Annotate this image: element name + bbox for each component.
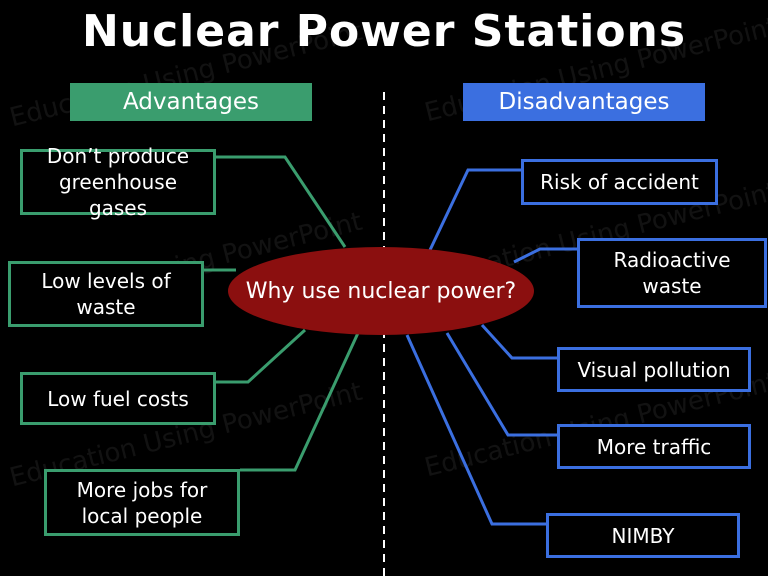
box-label-line1: Don’t produce bbox=[46, 144, 190, 168]
center-question-label: Why use nuclear power? bbox=[245, 278, 517, 304]
box-label-line2: greenhouse gases bbox=[58, 170, 178, 220]
advantage-box-fuel-costs: Low fuel costs bbox=[20, 372, 216, 425]
disadvantages-header: Disadvantages bbox=[463, 83, 705, 121]
connector-advantage-4 bbox=[240, 332, 360, 472]
disadvantage-box-accident: Risk of accident bbox=[521, 159, 718, 205]
advantages-header: Advantages bbox=[70, 83, 312, 121]
box-label-line1: Risk of accident bbox=[540, 170, 699, 194]
connector-disadvantage-3 bbox=[480, 323, 558, 360]
box-label-line2: local people bbox=[81, 503, 203, 528]
box-label-line1: Radioactive bbox=[613, 248, 731, 272]
box-label-line1: Low levels of bbox=[41, 269, 171, 293]
connector-advantage-1 bbox=[215, 155, 347, 248]
box-label-line2: waste bbox=[76, 295, 136, 319]
box-label-line1: More traffic bbox=[596, 434, 712, 459]
disadvantage-box-visual-pollution: Visual pollution bbox=[557, 347, 751, 392]
page-title: Nuclear Power Stations bbox=[81, 6, 687, 57]
connector-disadvantage-4 bbox=[445, 332, 558, 437]
disadvantage-box-traffic: More traffic bbox=[557, 424, 751, 469]
connector-disadvantage-1 bbox=[428, 168, 523, 251]
disadvantage-box-nimby: NIMBY bbox=[546, 513, 740, 558]
box-label-line1: Low fuel costs bbox=[47, 386, 189, 411]
center-question: Why use nuclear power? bbox=[228, 247, 534, 335]
connector-advantage-3 bbox=[215, 328, 307, 384]
box-label-line1: NIMBY bbox=[611, 523, 675, 548]
connector-disadvantage-2 bbox=[513, 247, 577, 264]
box-label-line1: More jobs for bbox=[76, 477, 208, 502]
box-label-line1: Visual pollution bbox=[577, 357, 731, 382]
box-label-line2: waste bbox=[642, 274, 702, 298]
connector-disadvantage-5 bbox=[405, 334, 547, 526]
